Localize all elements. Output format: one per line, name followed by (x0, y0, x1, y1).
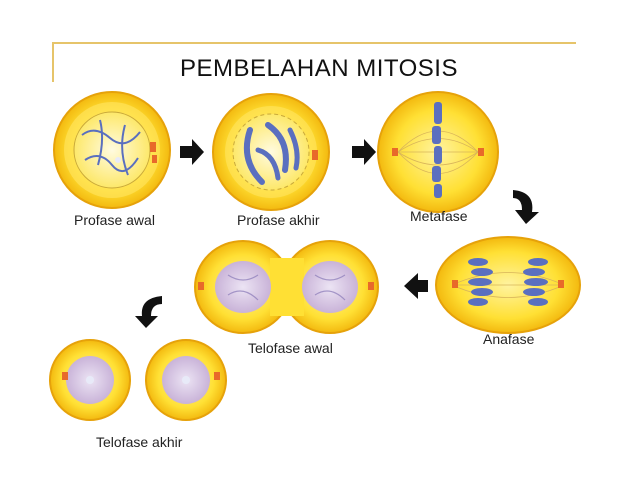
label-telofase-akhir: Telofase akhir (96, 434, 183, 450)
label-profase-awal: Profase awal (74, 212, 155, 228)
arrow-curve-down-2 (135, 296, 162, 328)
arrow-curve-down-1 (513, 190, 539, 224)
frame-top-line (52, 42, 576, 44)
cell-telofase-awal (194, 240, 379, 334)
label-metafase: Metafase (410, 208, 468, 224)
cell-profase-akhir (212, 93, 330, 211)
arrow-right-1 (180, 139, 204, 165)
arrow-right-2 (352, 139, 376, 165)
cell-metafase (377, 91, 499, 213)
frame-left-line (52, 42, 54, 82)
label-anafase: Anafase (483, 331, 535, 347)
cell-anafase (435, 236, 581, 334)
label-profase-akhir: Profase akhir (237, 212, 320, 228)
arrow-left (404, 273, 428, 299)
cell-profase-awal (53, 91, 171, 209)
cell-telofase-akhir (49, 339, 227, 421)
diagram-title: PEMBELAHAN MITOSIS (180, 55, 458, 82)
label-telofase-awal: Telofase awal (248, 340, 333, 356)
